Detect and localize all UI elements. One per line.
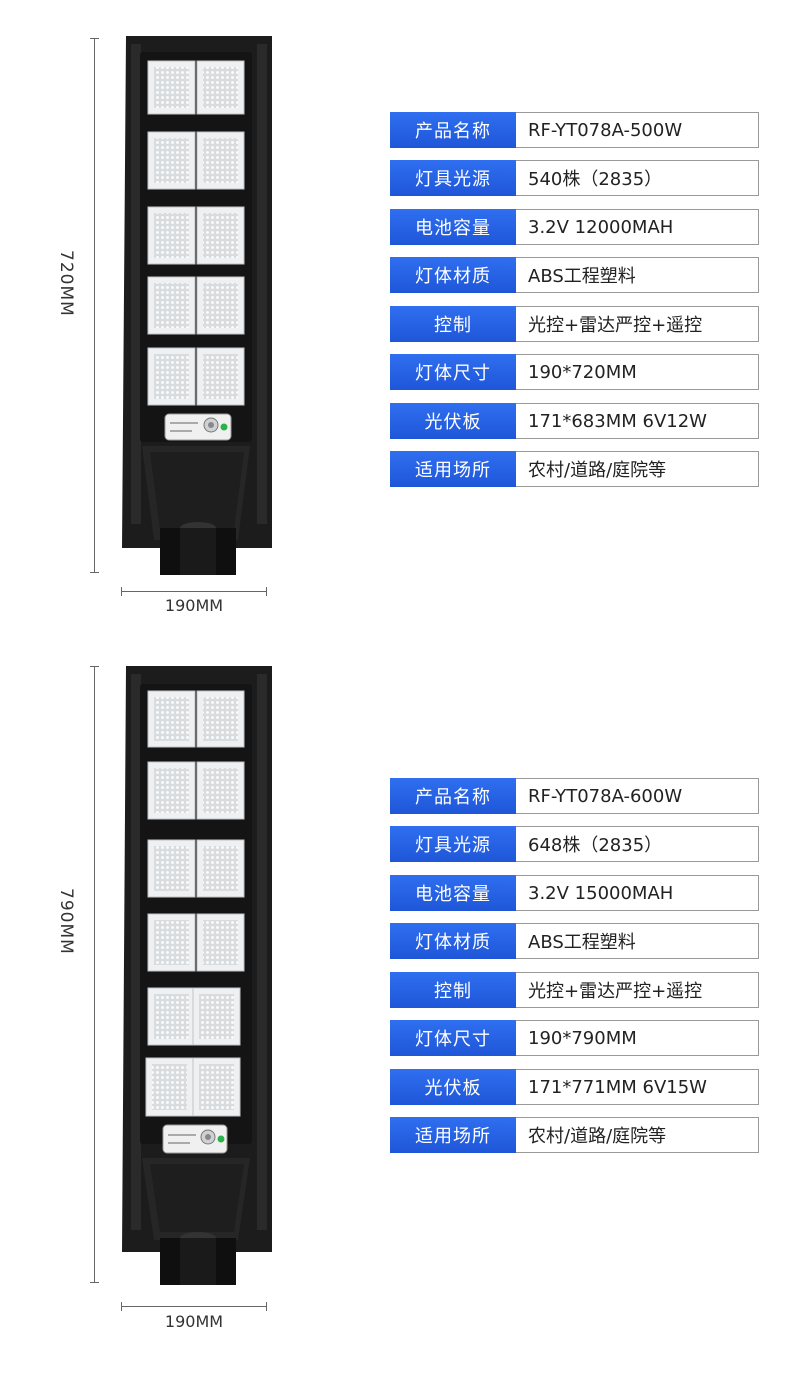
spec-key: 灯体材质	[390, 923, 516, 959]
height-dimension-label: 790MM	[56, 888, 76, 955]
spec-row: 灯具光源 540株（2835）	[390, 160, 759, 196]
spec-key: 光伏板	[390, 1069, 516, 1105]
spec-key: 灯体尺寸	[390, 1020, 516, 1056]
spec-value: ABS工程塑料	[516, 257, 759, 293]
spec-value: RF-YT078A-500W	[516, 112, 759, 148]
width-dimension-line	[121, 1302, 267, 1311]
width-dimension-label: 190MM	[164, 596, 224, 615]
spec-key: 灯具光源	[390, 826, 516, 862]
spec-key: 适用场所	[390, 1117, 516, 1153]
spec-value: 3.2V 12000MAH	[516, 209, 759, 245]
spec-key: 控制	[390, 306, 516, 342]
product-500w: 720MM	[0, 0, 790, 640]
spec-table: 产品名称 RF-YT078A-500W 灯具光源 540株（2835） 电池容量…	[390, 112, 759, 488]
spec-row: 光伏板 171*683MM 6V12W	[390, 403, 759, 439]
spec-value: 190*790MM	[516, 1020, 759, 1056]
spec-row: 光伏板 171*771MM 6V15W	[390, 1069, 759, 1105]
product-600w: 790MM	[0, 640, 790, 1374]
spec-value: 190*720MM	[516, 354, 759, 390]
spec-row: 灯具光源 648株（2835）	[390, 826, 759, 862]
width-dimension-label: 190MM	[164, 1312, 224, 1331]
spec-key: 灯体尺寸	[390, 354, 516, 390]
spec-row: 电池容量 3.2V 12000MAH	[390, 209, 759, 245]
spec-row: 控制 光控+雷达严控+遥控	[390, 306, 759, 342]
width-dimension-line	[121, 587, 267, 596]
height-dimension-line	[90, 666, 99, 1283]
spec-row: 产品名称 RF-YT078A-500W	[390, 112, 759, 148]
spec-row: 电池容量 3.2V 15000MAH	[390, 875, 759, 911]
spec-value: 540株（2835）	[516, 160, 759, 196]
spec-row: 灯体材质 ABS工程塑料	[390, 923, 759, 959]
spec-value: 648株（2835）	[516, 826, 759, 862]
spec-key: 产品名称	[390, 112, 516, 148]
spec-row: 控制 光控+雷达严控+遥控	[390, 972, 759, 1008]
spec-key: 产品名称	[390, 778, 516, 814]
spec-value: ABS工程塑料	[516, 923, 759, 959]
street-lamp-image	[122, 666, 272, 1285]
spec-value: 农村/道路/庭院等	[516, 1117, 759, 1153]
spec-value: 农村/道路/庭院等	[516, 451, 759, 487]
spec-key: 光伏板	[390, 403, 516, 439]
spec-key: 控制	[390, 972, 516, 1008]
spec-row: 适用场所 农村/道路/庭院等	[390, 1117, 759, 1153]
spec-row: 灯体材质 ABS工程塑料	[390, 257, 759, 293]
spec-table: 产品名称 RF-YT078A-600W 灯具光源 648株（2835） 电池容量…	[390, 778, 759, 1154]
spec-value: RF-YT078A-600W	[516, 778, 759, 814]
spec-key: 灯具光源	[390, 160, 516, 196]
spec-value: 光控+雷达严控+遥控	[516, 972, 759, 1008]
spec-key: 灯体材质	[390, 257, 516, 293]
spec-value: 3.2V 15000MAH	[516, 875, 759, 911]
spec-value: 光控+雷达严控+遥控	[516, 306, 759, 342]
spec-key: 电池容量	[390, 209, 516, 245]
spec-row: 适用场所 农村/道路/庭院等	[390, 451, 759, 487]
spec-row: 灯体尺寸 190*790MM	[390, 1020, 759, 1056]
spec-value: 171*771MM 6V15W	[516, 1069, 759, 1105]
spec-row: 产品名称 RF-YT078A-600W	[390, 778, 759, 814]
spec-row: 灯体尺寸 190*720MM	[390, 354, 759, 390]
street-lamp-image	[122, 36, 272, 575]
spec-key: 电池容量	[390, 875, 516, 911]
spec-value: 171*683MM 6V12W	[516, 403, 759, 439]
height-dimension-label: 720MM	[56, 250, 76, 317]
height-dimension-line	[90, 38, 99, 573]
spec-key: 适用场所	[390, 451, 516, 487]
